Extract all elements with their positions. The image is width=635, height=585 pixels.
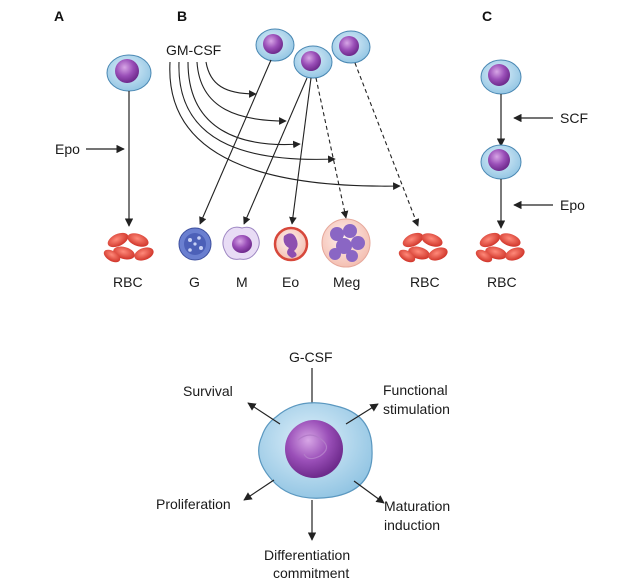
effect-differentiation-line1: Differentiation	[264, 547, 350, 563]
factor-label: GM-CSF	[166, 42, 221, 58]
panel-label-a: A	[54, 8, 64, 24]
progenitor-cell-icon	[331, 30, 371, 64]
rbc-cluster-icon	[103, 232, 154, 263]
factor-label: Epo	[55, 141, 80, 157]
effect-maturation-line2: induction	[384, 517, 440, 533]
product-label-g: G	[189, 274, 200, 290]
progenitor-cell-icon	[255, 28, 295, 62]
effect-differentiation-line2: commitment	[273, 565, 349, 581]
effect-maturation-line1: Maturation	[384, 498, 450, 514]
progenitor-cell-icon	[106, 54, 152, 92]
eosinophil-icon	[273, 226, 309, 262]
progenitor-cell-icon	[480, 59, 522, 95]
monocyte-icon	[222, 226, 260, 260]
product-label-rbc: RBC	[410, 274, 440, 290]
megakaryocyte-icon	[321, 218, 371, 268]
effect-functional-line2: stimulation	[383, 401, 450, 417]
factor-label: G-CSF	[289, 349, 333, 365]
rbc-cluster-icon	[475, 232, 525, 263]
gcsf-effects: G-CSF Survival Functional stimulation Pr…	[156, 349, 450, 581]
effect-survival: Survival	[183, 383, 233, 399]
progenitor-cell-icon	[293, 45, 333, 79]
product-label: RBC	[113, 274, 143, 290]
panel-label-b: B	[177, 8, 187, 24]
product-label-eo: Eo	[282, 274, 299, 290]
product-label-meg: Meg	[333, 274, 360, 290]
panel-label-c: C	[482, 8, 492, 24]
product-label: RBC	[487, 274, 517, 290]
panel-c: SCF Epo RBC	[475, 59, 588, 290]
effect-functional-line1: Functional	[383, 382, 448, 398]
panel-b: GM-CSF	[166, 28, 448, 290]
factor-label-2: Epo	[560, 197, 585, 213]
lineage-arrows	[199, 59, 420, 227]
rbc-cluster-icon	[398, 232, 448, 263]
factor-label-1: SCF	[560, 110, 588, 126]
factor-arrows	[169, 61, 401, 190]
effect-proliferation: Proliferation	[156, 496, 231, 512]
intermediate-cell-icon	[480, 144, 522, 180]
panel-a: Epo RBC	[55, 54, 154, 290]
effect-arrows	[243, 402, 385, 541]
granulocyte-icon	[178, 227, 212, 261]
product-label-m: M	[236, 274, 248, 290]
stem-cell-icon	[258, 402, 373, 499]
